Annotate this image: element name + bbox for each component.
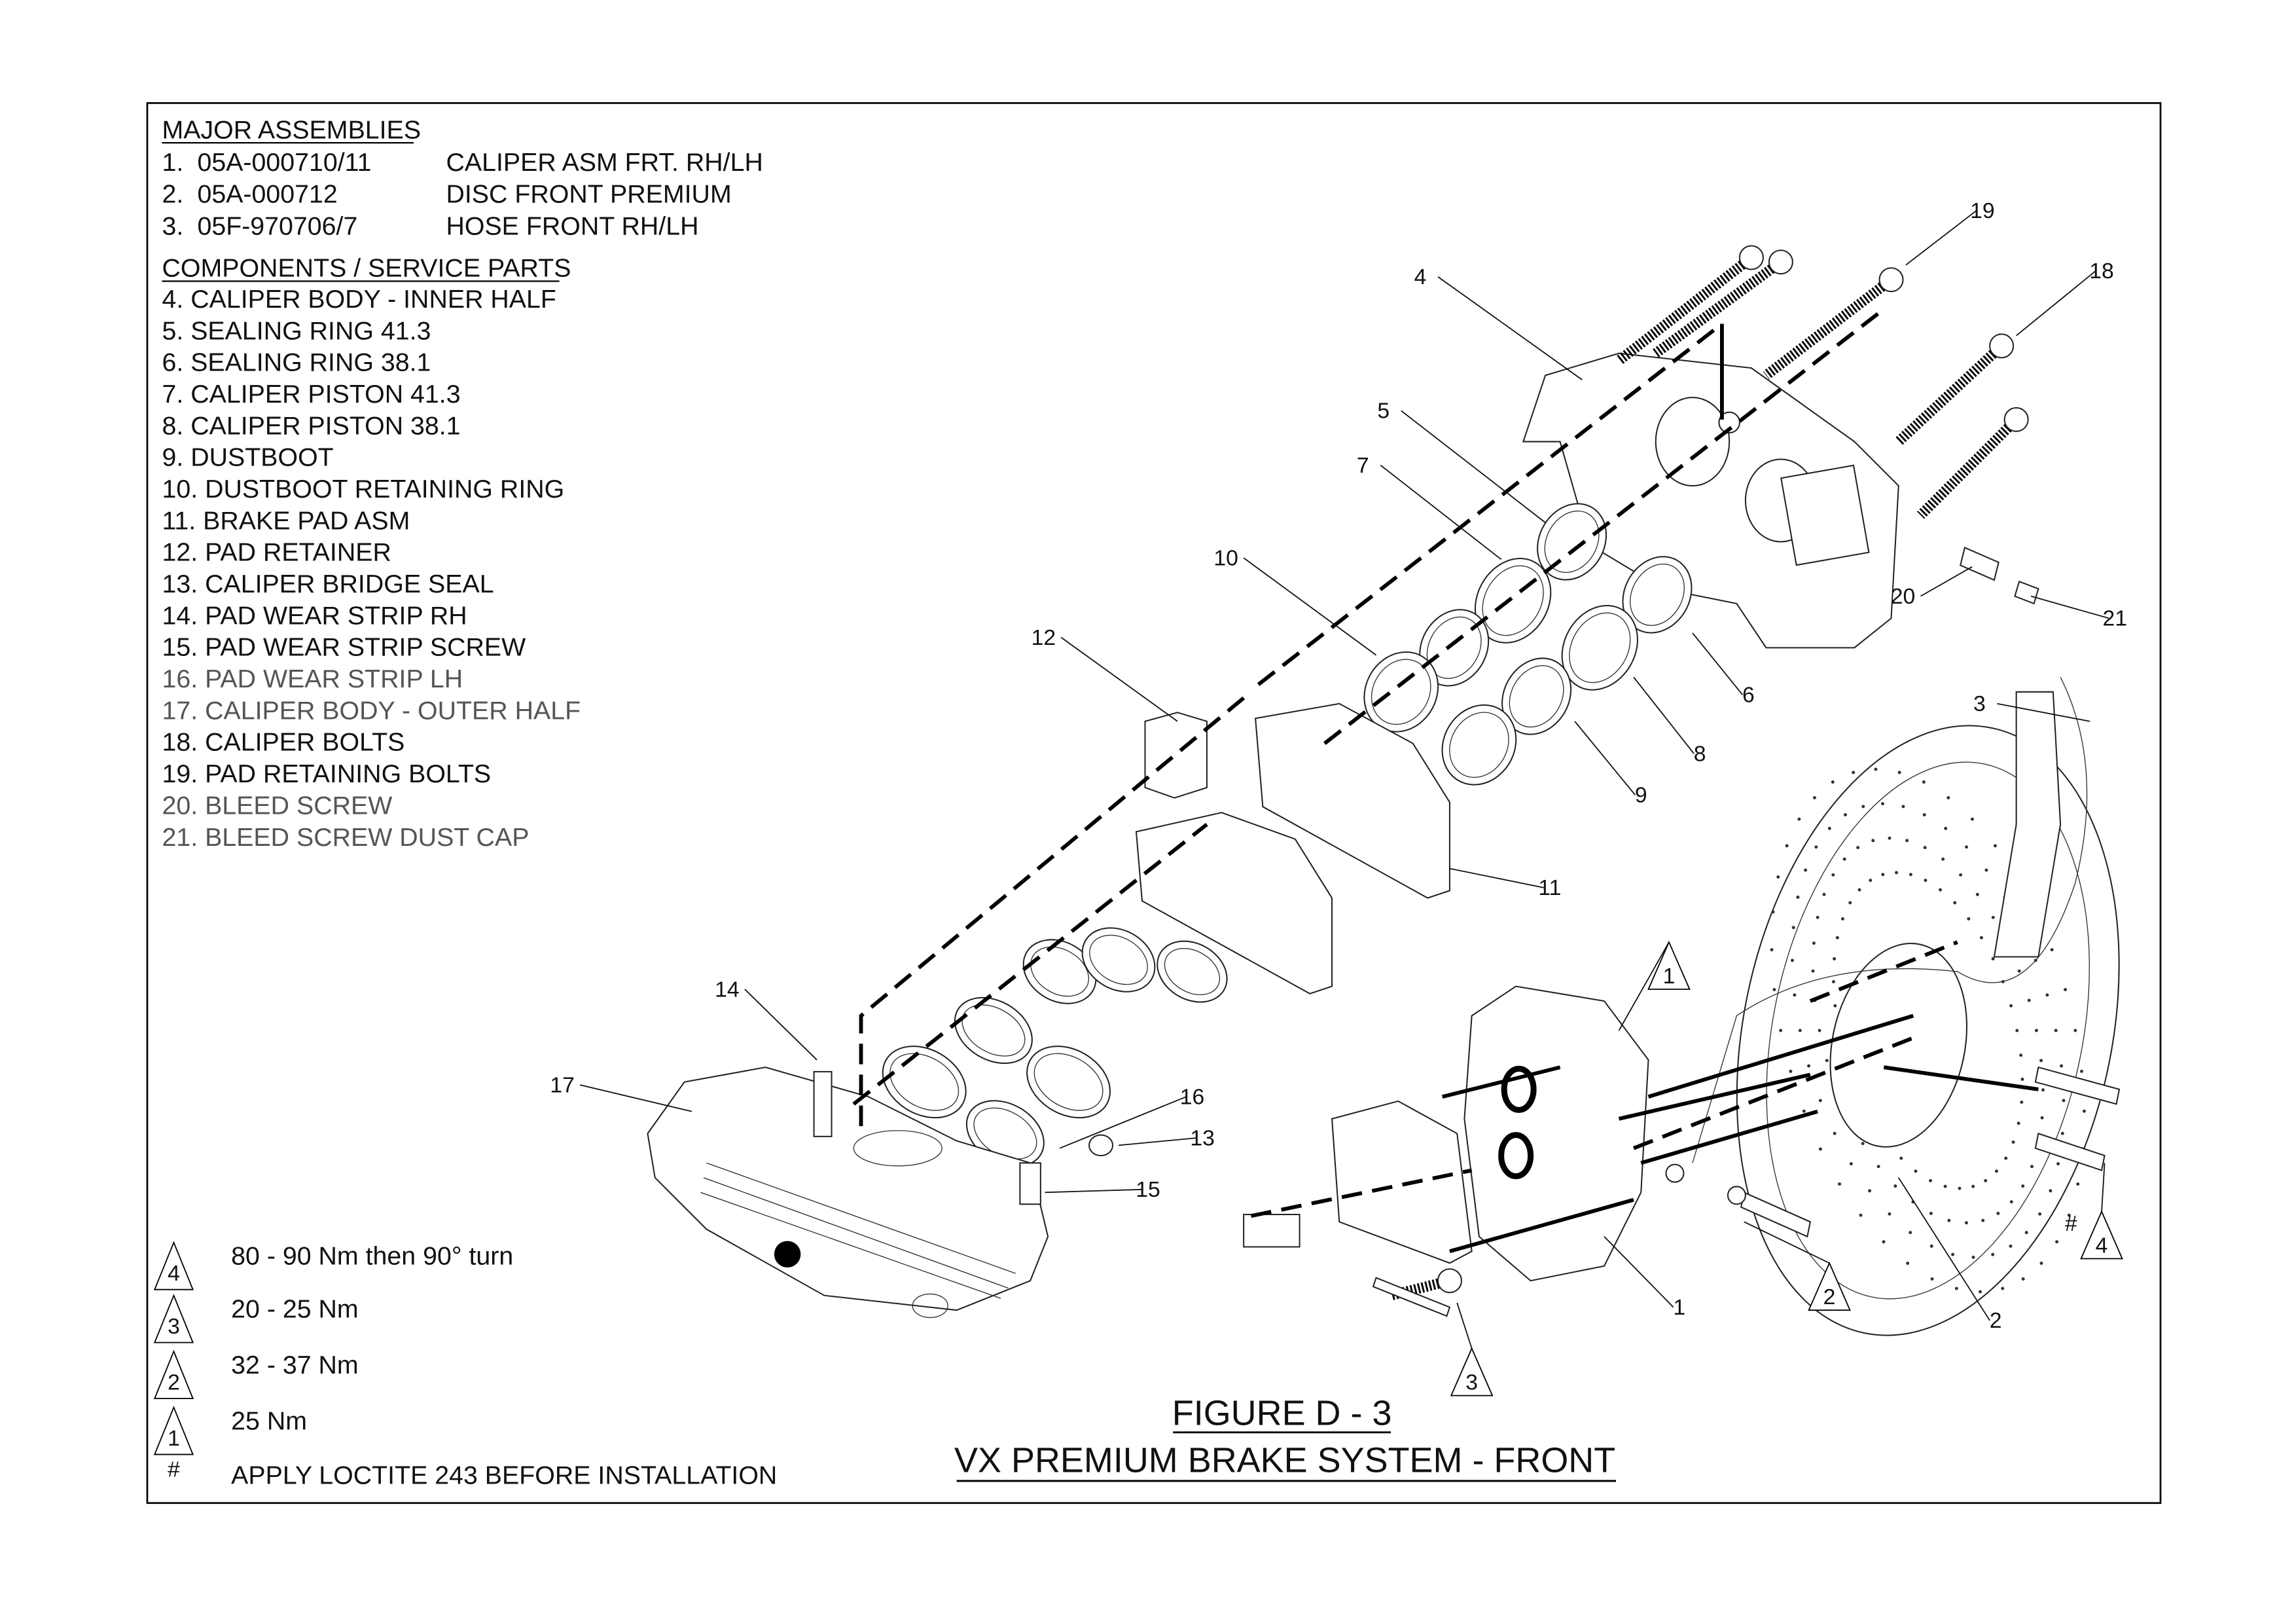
component-item: 5. SEALING RING 41.3 (162, 316, 431, 345)
assembled-caliper-and-disc (1243, 677, 2121, 1336)
component-item: 17. CALIPER BODY - OUTER HALF (162, 696, 581, 725)
callout-6: 6 (1742, 683, 1755, 708)
component-item: 11. BRAKE PAD ASM (162, 506, 410, 535)
loctite-callout-mark: # (2065, 1211, 2077, 1236)
component-item: 8. CALIPER PISTON 38.1 (162, 411, 460, 440)
callout-18: 18 (2089, 259, 2114, 283)
component-item: 21. BLEED SCREW DUST CAP (162, 823, 529, 852)
assembly-desc: HOSE FRONT RH/LH (446, 211, 698, 240)
callout-20: 20 (1891, 584, 1916, 609)
torque-note-text: APPLY LOCTITE 243 BEFORE INSTALLATION (231, 1461, 777, 1490)
component-item: 20. BLEED SCREW (162, 791, 392, 820)
torque-symbol: 4 (168, 1261, 180, 1286)
component-item: 18. CALIPER BOLTS (162, 728, 404, 757)
components-heading: COMPONENTS / SERVICE PARTS (162, 254, 571, 283)
callout-16: 16 (1180, 1084, 1205, 1109)
assembly-no: 3. (162, 211, 183, 240)
callout-12: 12 (1031, 625, 1056, 650)
callout-13: 13 (1190, 1125, 1215, 1150)
callout-9: 9 (1635, 782, 1647, 807)
component-item: 15. PAD WEAR STRIP SCREW (162, 633, 526, 662)
component-item: 19. PAD RETAINING BOLTS (162, 759, 491, 788)
callout-5: 5 (1377, 399, 1390, 424)
component-item: 6. SEALING RING 38.1 (162, 348, 431, 377)
component-item: 7. CALIPER PISTON 41.3 (162, 380, 460, 409)
callout-1: 1 (1673, 1295, 1685, 1320)
component-item: 16. PAD WEAR STRIP LH (162, 665, 463, 693)
component-item: 4. CALIPER BODY - INNER HALF (162, 285, 556, 314)
component-item: 12. PAD RETAINER (162, 538, 391, 567)
major-assemblies-legend: MAJOR ASSEMBLIES 1. 05A-000710/11 CALIPER … (162, 115, 763, 240)
component-item: 9. DUSTBOOT (162, 443, 333, 472)
torque-callout-4: 4 (2096, 1233, 2108, 1258)
torque-symbol: 3 (168, 1314, 180, 1339)
component-item: 13. CALIPER BRIDGE SEAL (162, 570, 493, 598)
figure-number: FIGURE D - 3 (1172, 1394, 1392, 1433)
callout-4: 4 (1414, 264, 1427, 289)
callout-15: 15 (1136, 1177, 1160, 1202)
assembly-part: 05A-000710/11 (197, 148, 371, 177)
figure-title-block: FIGURE D - 3 VX PREMIUM BRAKE SYSTEM - F… (954, 1394, 1617, 1482)
callout-10: 10 (1213, 545, 1238, 570)
assembly-part: 05A-000712 (197, 180, 337, 209)
torque-callouts: 1 2 3 4 (1450, 940, 2123, 1396)
major-assemblies-heading: MAJOR ASSEMBLIES (162, 115, 421, 144)
callout-2: 2 (1990, 1308, 2002, 1333)
callout-17: 17 (550, 1072, 575, 1097)
assembly-desc: CALIPER ASM FRT. RH/LH (446, 148, 762, 177)
assembly-no: 2. (162, 180, 183, 209)
exploded-caliper-parts (647, 245, 2039, 1319)
torque-note-text: 32 - 37 Nm (231, 1351, 359, 1379)
torque-note-text: 20 - 25 Nm (231, 1294, 359, 1323)
callout-14: 14 (715, 977, 740, 1002)
callout-3: 3 (1973, 691, 1986, 716)
component-item: 14. PAD WEAR STRIP RH (162, 601, 467, 630)
torque-legend: 4 80 - 90 Nm then 90° turn 3 20 - 25 Nm 2 32 … (153, 1241, 777, 1490)
torque-callout-1: 1 (1663, 964, 1676, 989)
drawing-border (146, 102, 2162, 1504)
callout-21: 21 (2103, 606, 2128, 631)
component-item: 10. DUSTBOOT RETAINING RING (162, 475, 564, 503)
callout-7: 7 (1357, 453, 1369, 478)
torque-callout-2: 2 (1823, 1285, 1836, 1309)
torque-symbol: 1 (168, 1426, 180, 1451)
callout-19: 19 (1970, 198, 1995, 223)
assembly-part: 05F-970706/7 (197, 211, 357, 240)
torque-note-text: 25 Nm (231, 1406, 307, 1435)
torque-symbol: # (168, 1457, 180, 1482)
assembly-desc: DISC FRONT PREMIUM (446, 180, 731, 209)
torque-callout-3: 3 (1465, 1370, 1478, 1395)
components-legend: COMPONENTS / SERVICE PARTS 4. CALIPER BO… (162, 254, 581, 852)
callout-11: 11 (1538, 875, 1561, 900)
torque-note-text: 80 - 90 Nm then 90° turn (231, 1241, 513, 1270)
figure-title: VX PREMIUM BRAKE SYSTEM - FRONT (954, 1441, 1615, 1480)
callout-8: 8 (1694, 741, 1706, 766)
torque-symbol: 2 (168, 1370, 180, 1395)
assembly-no: 1. (162, 148, 183, 177)
